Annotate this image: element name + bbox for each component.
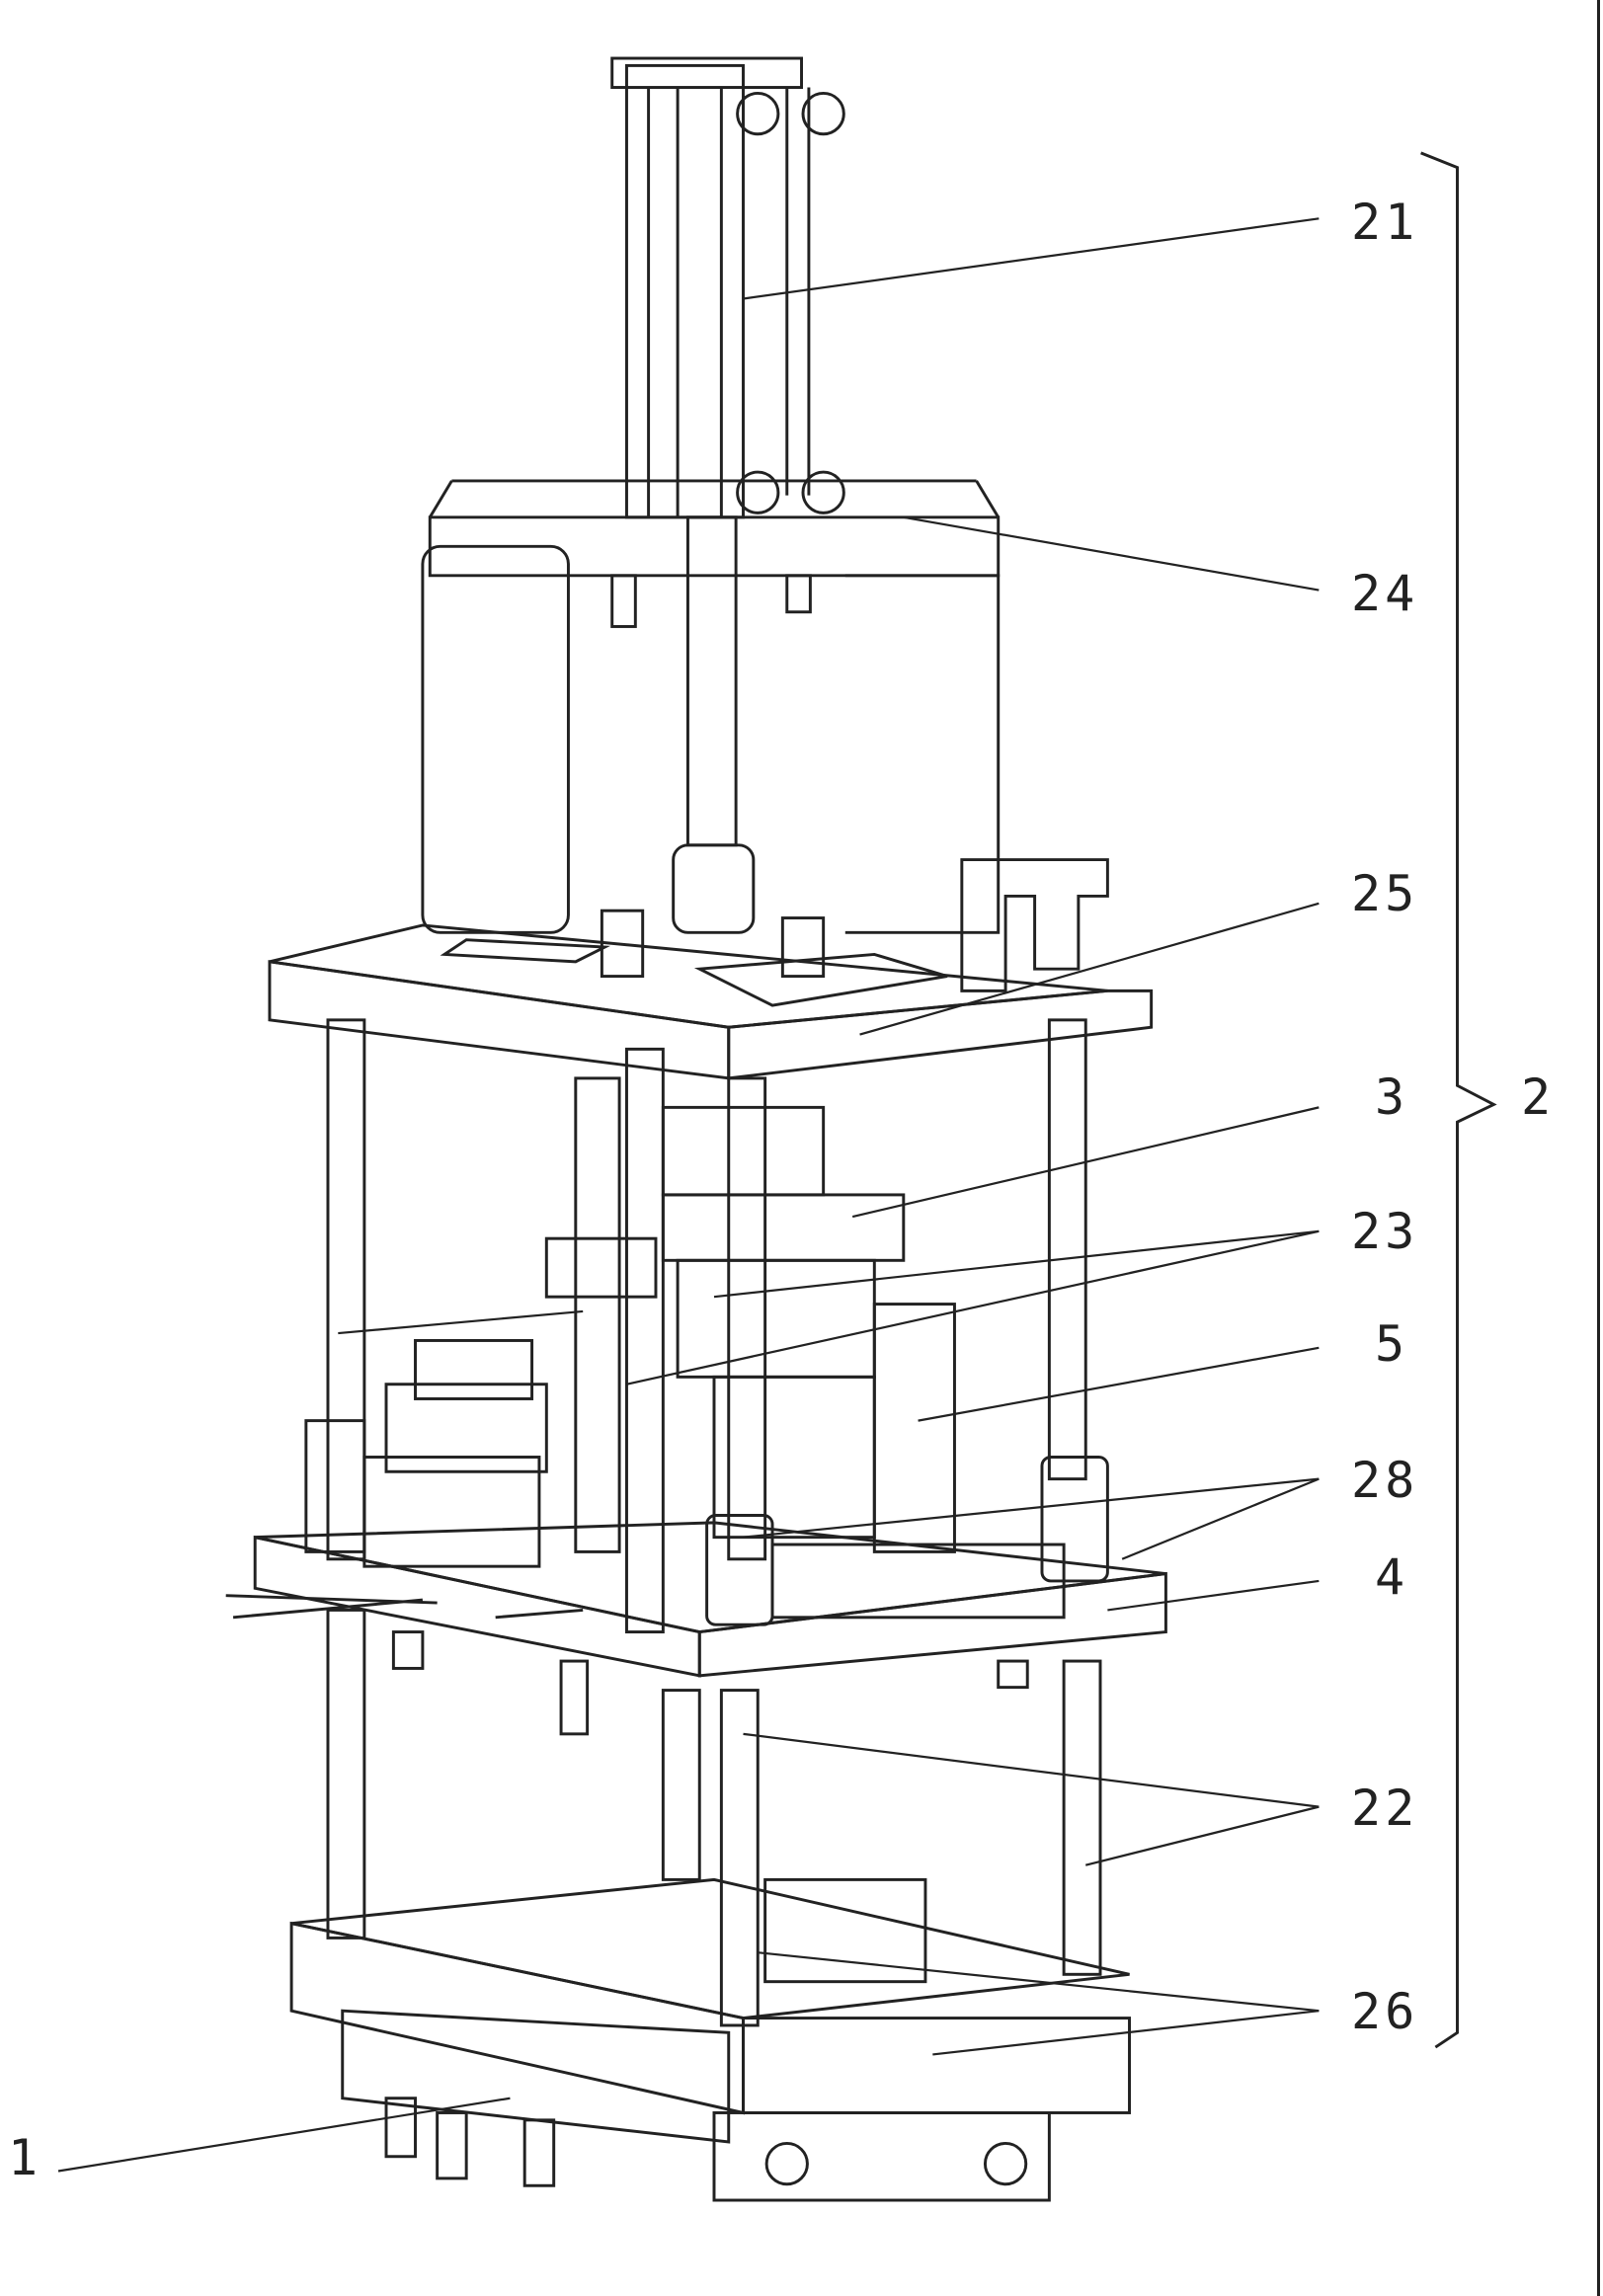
label-28: 28 xyxy=(1351,1456,1418,1505)
label-2: 2 xyxy=(1521,1072,1555,1122)
label-25: 25 xyxy=(1351,869,1418,918)
middle-plate-25 xyxy=(270,925,1152,1078)
label-21: 21 xyxy=(1351,198,1418,247)
label-3: 3 xyxy=(1375,1072,1408,1122)
base-26 xyxy=(291,1879,1129,2112)
left-frame xyxy=(423,546,569,932)
base-1 xyxy=(343,2011,1050,2200)
label-23: 23 xyxy=(1351,1207,1418,1256)
top-plate-24 xyxy=(430,481,998,627)
label-24: 24 xyxy=(1351,569,1418,618)
right-frame xyxy=(845,576,999,932)
brace-2 xyxy=(1421,153,1494,2047)
cylinder-21 xyxy=(612,58,844,517)
label-4: 4 xyxy=(1375,1552,1408,1602)
label-26: 26 xyxy=(1351,1987,1418,2036)
label-22: 22 xyxy=(1351,1783,1418,1833)
label-1: 1 xyxy=(8,2133,41,2182)
label-5: 5 xyxy=(1375,1319,1408,1369)
